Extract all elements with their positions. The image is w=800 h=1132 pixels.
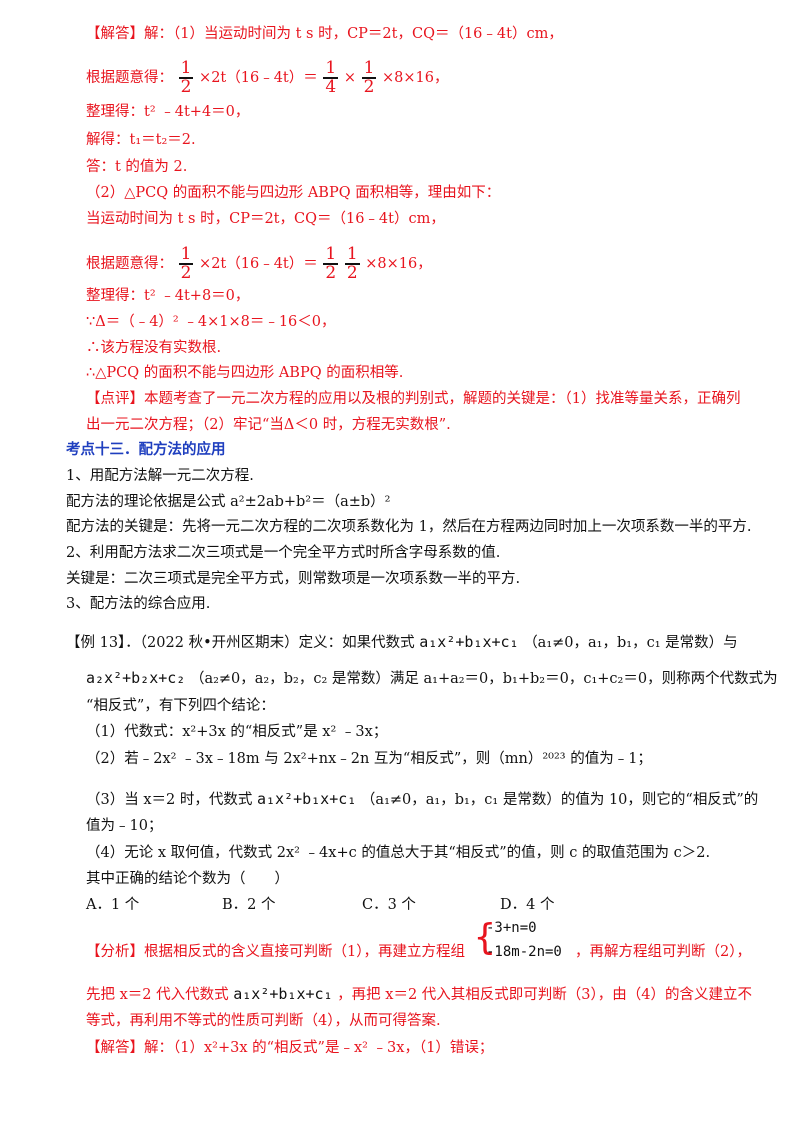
point-1-key: 配方法的关键是：先将一元二次方程的二次项系数化为 1，然后在方程两边同时加上一次… (66, 519, 752, 535)
conclusion-3-cont: 值为﹣10； (86, 818, 163, 834)
example-line-3: “相反式”，有下列四个结论： (86, 698, 275, 714)
solution-final-line: 【解答】解：（1）x²+3x 的“相反式”是﹣x² ﹣3x，（1）错误； (86, 1040, 494, 1056)
solution-line-4: 解得：t₁＝t₂＝2. (86, 132, 196, 148)
conclusion-4: （4）无论 x 取何值，代数式 2x² ﹣4x+c 的值总大于其“相反式”的值，… (86, 845, 711, 861)
solution-line-3: 整理得：t² ﹣4t+4＝0， (86, 104, 250, 120)
point-2-key: 关键是：二次三项式是完全平方式，则常数项是一次项系数一半的平方. (66, 571, 521, 587)
example-line-2: a₂x²+b₂x+c₂ （a₂≠0，a₂，b₂，c₂ 是常数）满足 a₁+a₂＝… (86, 669, 778, 687)
system-equation-2: -18m-2n=0 (486, 944, 562, 960)
solution-line-9: 整理得：t² ﹣4t+8＝0， (86, 288, 250, 304)
solution-line-1: 【解答】解：（1）当运动时间为 t s 时，CP＝2t，CQ＝（16﹣4t）cm… (86, 26, 563, 42)
question-line: 其中正确的结论个数为（ ） (86, 871, 289, 887)
conclusion-3: （3）当 x＝2 时，代数式 a₁x²+b₁x+c₁ （a₁≠0，a₁，b₁，c… (86, 790, 759, 808)
polynomial-2: a₂x²+b₂x+c₂ (86, 669, 186, 687)
solution-line-6: （2）△PCQ 的面积不能与四边形 ABPQ 面积相等，理由如下： (86, 185, 501, 201)
analysis-line-1: 【分析】根据相反式的含义直接可判断（1），再建立方程组 (86, 944, 465, 960)
conclusion-2: （2）若﹣2x² ﹣3x﹣18m 与 2x²+nx﹣2n 互为“相反式”，则（m… (86, 751, 652, 767)
solution-line-5: 答：t 的值为 2. (86, 159, 188, 175)
equation-system-brace: { (474, 917, 496, 958)
polynomial-1: a₁x²+b₁x+c₁ (419, 633, 519, 651)
analysis-line-2: 先把 x＝2 代入代数式 a₁x²+b₁x+c₁ ，再把 x＝2 代入其相反式即… (86, 985, 753, 1003)
comment-line-2: 出一元二次方程；（2）牢记“当Δ＜0 时，方程无实数根”. (86, 417, 451, 433)
analysis-line-3: 等式，再利用不等式的性质可判断（4），从而可得答案. (86, 1013, 441, 1029)
point-1-basis: 配方法的理论依据是公式 a²±2ab+b²＝（a±b）² (66, 494, 391, 510)
point-1: 1、用配方法解一元二次方程. (66, 468, 254, 484)
solution-line-10: ∵Δ＝（﹣4）² ﹣4×1×8＝﹣16＜0， (86, 314, 336, 330)
point-3: 3、配方法的综合应用. (66, 596, 211, 612)
comment-line-1: 【点评】本题考查了一元二次方程的应用以及根的判别式，解题的关键是：（1）找准等量… (86, 391, 741, 407)
solution-line-7: 当运动时间为 t s 时，CP＝2t，CQ＝（16﹣4t）cm， (86, 211, 445, 227)
polynomial-3: a₁x²+b₁x+c₁ (256, 790, 357, 808)
solution-line-11: ∴该方程没有实数根. (86, 340, 222, 356)
polynomial-4: a₁x²+b₁x+c₁ (233, 985, 333, 1003)
solution-line-12: ∴△PCQ 的面积不能与四边形 ABPQ 的面积相等. (86, 365, 404, 381)
option-a: A．1 个 (86, 897, 140, 913)
point-2: 2、利用配方法求二次三项式是一个完全平方式时所含字母系数的值. (66, 545, 501, 561)
conclusion-1: （1）代数式：x²+3x 的“相反式”是 x² ﹣3x； (86, 724, 388, 740)
option-d: D．4 个 (500, 897, 555, 913)
section-heading: 考点十三．配方法的应用 (66, 441, 226, 458)
analysis-line-1-tail: ，再解方程组可判断（2）， (575, 944, 751, 960)
option-b: B．2 个 (222, 897, 276, 913)
example-line-1: 【例 13】．（2022 秋•开州区期末）定义：如果代数式 a₁x²+b₁x+c… (66, 633, 738, 651)
option-c: C．3 个 (362, 897, 416, 913)
system-equation-1: -3+n=0 (486, 920, 537, 936)
